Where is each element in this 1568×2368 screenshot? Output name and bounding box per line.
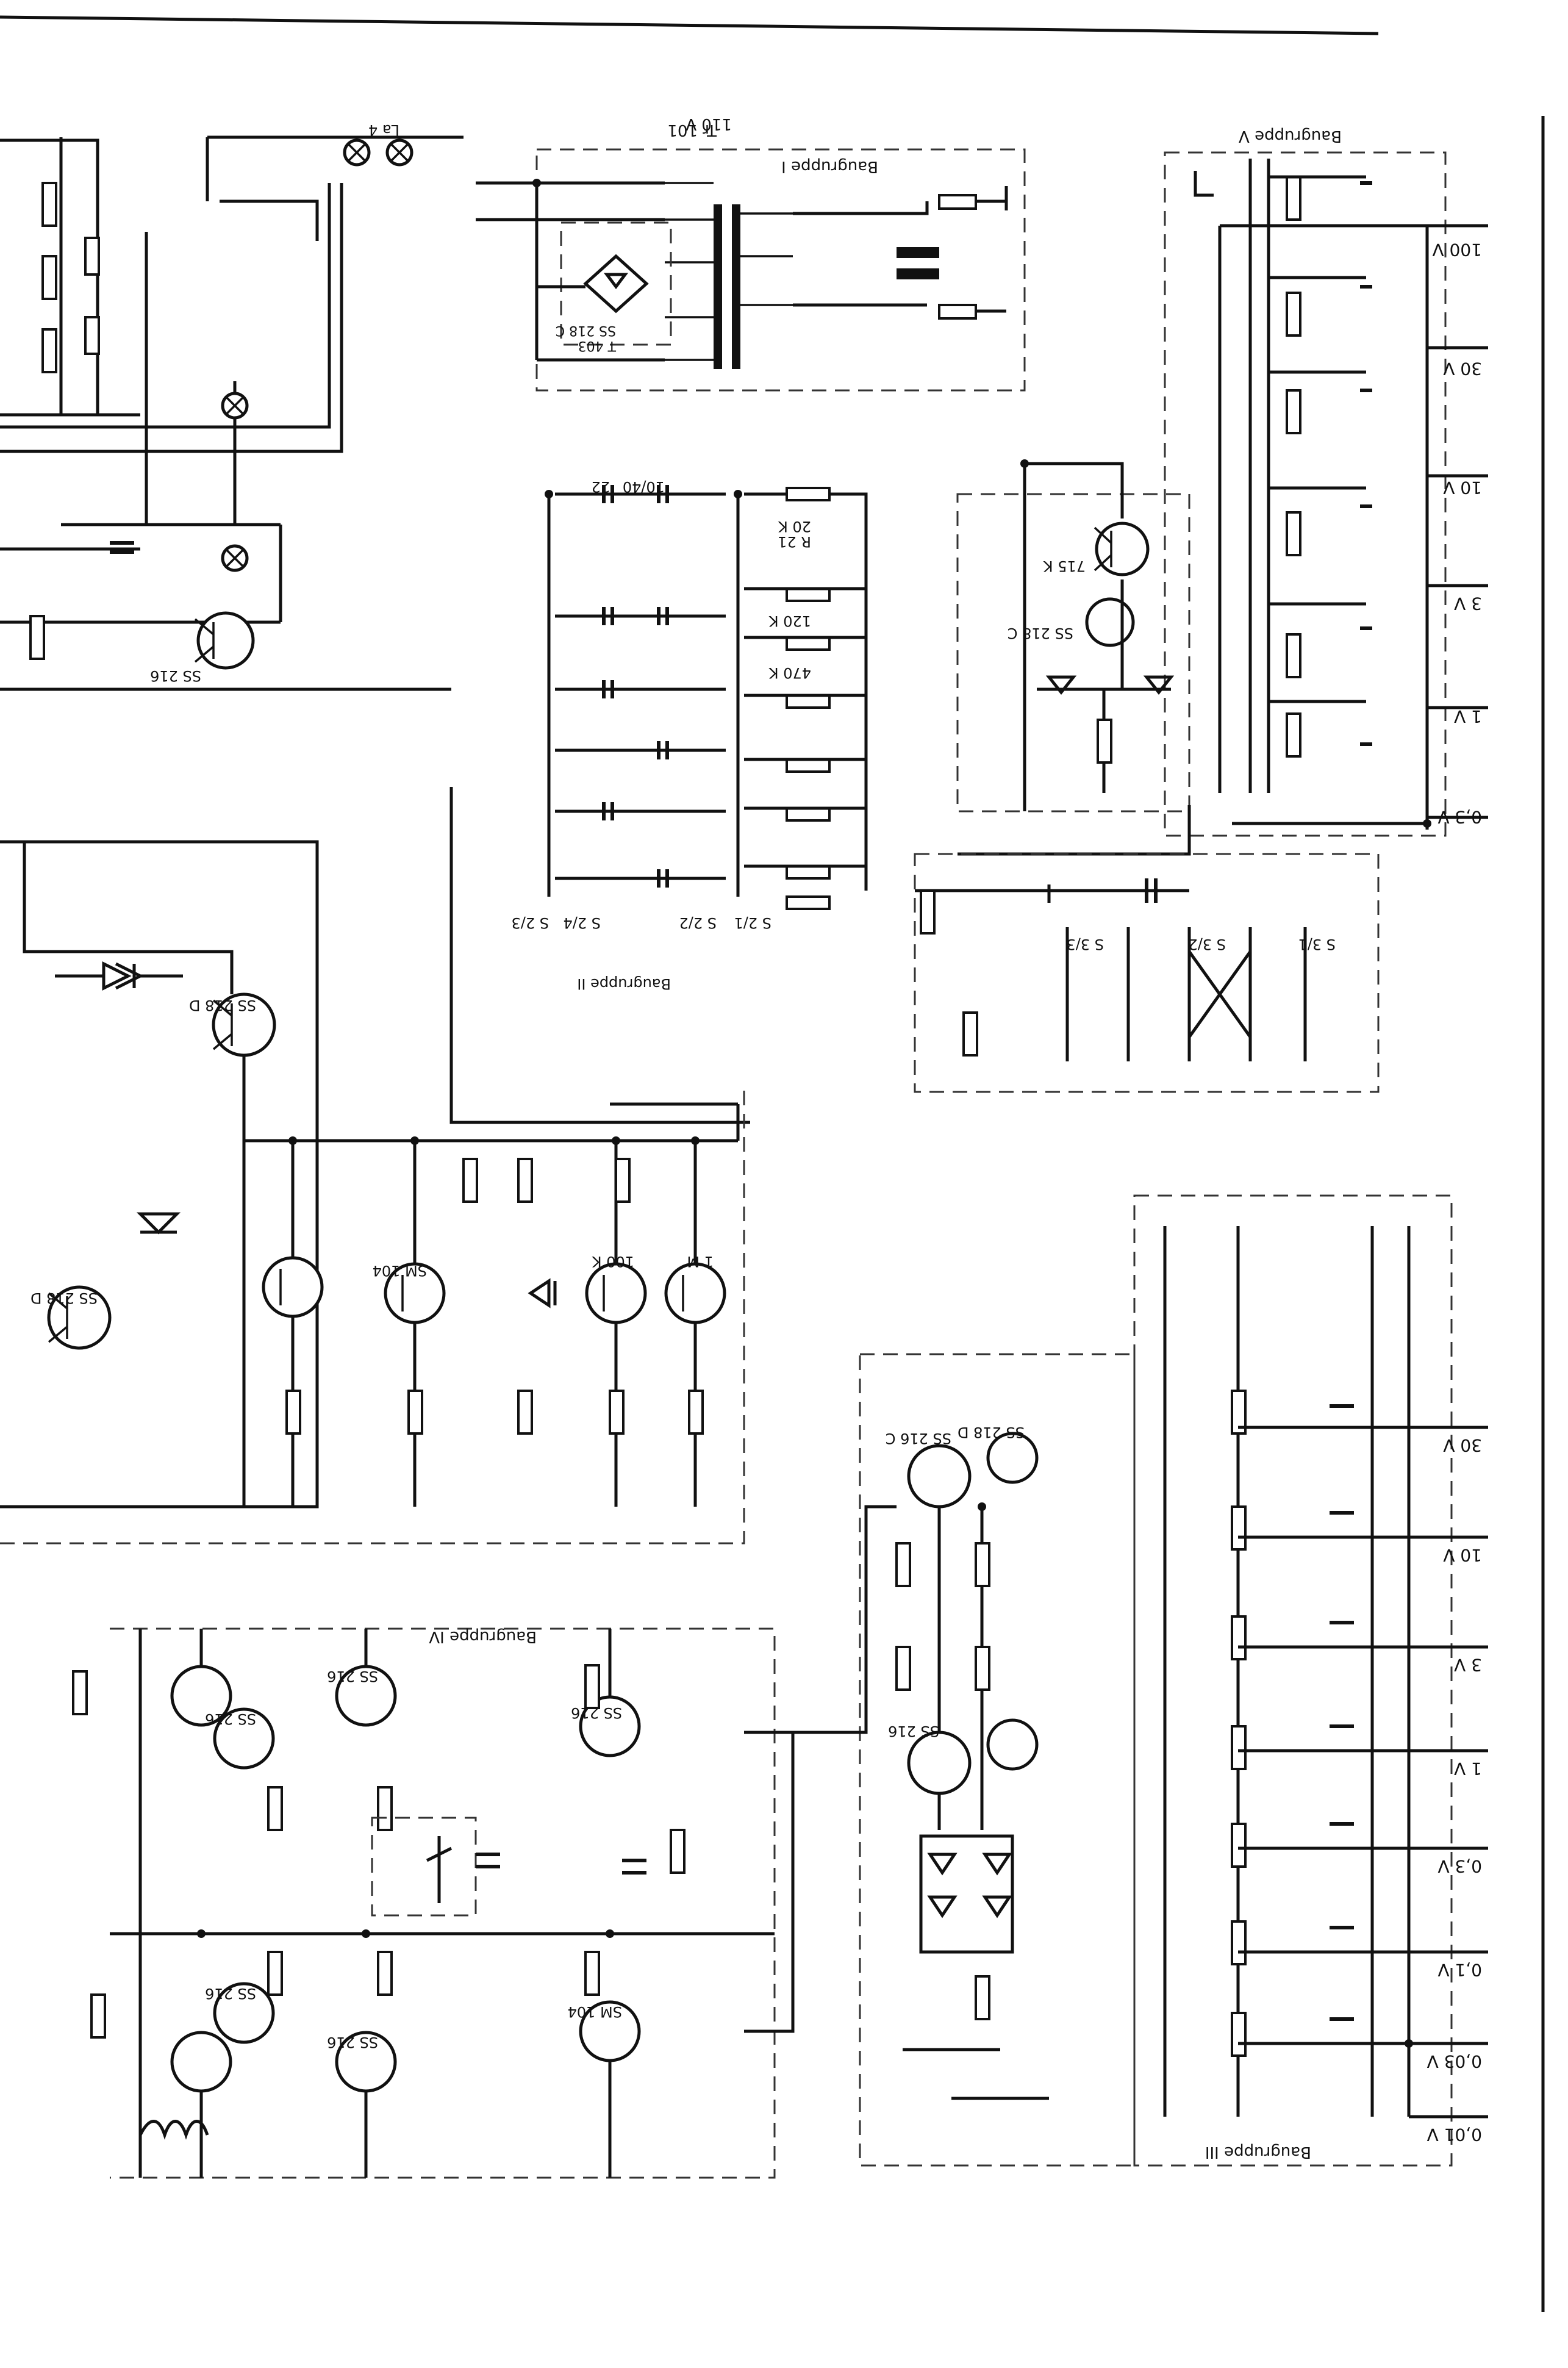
transistor-t303-icon <box>907 1731 972 1795</box>
transistor-t403-icon <box>335 2031 397 2093</box>
selector-s3-section: S 3/1 S 3/2 S 3/3 <box>914 853 1380 1093</box>
transistor-t605-icon <box>585 1262 647 1324</box>
transistor-t616-label: SS 218 D <box>30 1290 98 1307</box>
transistor-t402-icon <box>579 1695 641 1757</box>
transistor-t501-label: SS 218 C <box>1008 625 1073 642</box>
capacitor-c13-value: 10/40 <box>623 478 665 495</box>
transistor-t406-label: SS 216 <box>205 1710 256 1728</box>
misc-labels: SS 216 T 403 SS 218 C Baugruppe II <box>150 323 671 992</box>
group-label-3: Baugruppe III <box>1205 2143 1311 2161</box>
amplifier-section-ii: SM 104 100 K 1 M SS 218 D SS 218 D <box>0 787 750 1545</box>
transistor-t607-icon <box>384 1262 446 1324</box>
capacitor-c17-value: 22 <box>591 478 610 495</box>
transistor-t301-icon <box>907 1444 972 1509</box>
resistor-r20-value: 120 K <box>768 612 811 630</box>
selector-label-s2-2: S 2/2 <box>679 914 717 931</box>
transistor-t621-label: SS 218 D <box>189 997 256 1014</box>
transistor-t502-label: 715 K <box>1043 558 1086 575</box>
transistor-t609-icon <box>262 1256 324 1318</box>
selector-label-s2-4: S 2/4 <box>564 914 601 931</box>
range-bottom-3v: 3 V <box>1454 1655 1482 1675</box>
junction-dots <box>197 179 1431 2048</box>
group-label-4: Baugruppe IV <box>429 1627 537 1646</box>
range-top-100v: 100 V <box>1433 240 1483 260</box>
left-divider-section <box>0 138 140 660</box>
transistor-t403-label: SS 216 <box>327 2034 378 2051</box>
selector-label-s3-1: S 3/1 <box>1298 936 1336 953</box>
resistor-r21-value: 20 K <box>778 518 811 535</box>
range-bottom-0-1v: 0,1 V <box>1437 1960 1482 1980</box>
transistor-t401-label: SM 104 <box>568 2003 622 2020</box>
range-top-30v: 30 V <box>1443 359 1482 379</box>
rectifier-value: SS 218 C <box>556 323 616 338</box>
transistor-t607-label: SM 104 <box>373 1262 427 1279</box>
transistor-t401-icon <box>579 2000 641 2062</box>
transistor-t406-icon <box>213 1707 275 1770</box>
resistor-r21-label: R 21 <box>778 533 811 550</box>
range-bottom-1v: 1 V <box>1454 1759 1482 1779</box>
power-supply-section: Tr 101 110 V Baugruppe I <box>476 115 1026 392</box>
transistor-t304-icon <box>986 1718 1039 1771</box>
attenuator-section-iii: Baugruppe III 30 V 10 V 3 V 1 V 0,3 V 0,… <box>859 1194 1488 2167</box>
selector-label-s2-1: S 2/1 <box>734 914 772 931</box>
transformer-label: Tr 101 <box>667 121 717 139</box>
selector-label-s3-2: S 3/2 <box>1189 936 1226 953</box>
range-top-0-3v: 0,3 V <box>1437 807 1482 827</box>
group-label-5: Baugruppe V <box>1239 127 1342 145</box>
transistor-t604-label: 1 M <box>687 1253 714 1270</box>
group-label-2: Baugruppe II <box>577 975 671 992</box>
resistor-r19-value: 470 K <box>768 664 811 681</box>
transistor-t404-icon <box>335 1665 397 1727</box>
transistor-t3-icon <box>196 611 255 670</box>
lamp-switch-section: La 4 <box>0 121 464 691</box>
range-bottom-0-03v: 0,03 V <box>1427 2051 1482 2072</box>
transistor-t616-icon <box>47 1285 112 1350</box>
range-bottom-0-01v: 0,01 V <box>1427 2125 1482 2145</box>
transistor-t302-icon <box>986 1432 1039 1484</box>
transistor-t605-label: 100 K <box>592 1253 634 1270</box>
input-buffer-section: 715 K SS 218 C <box>956 462 1427 856</box>
output-amplifier-section-iv: Baugruppe IV SM 104 SS 216 SS 216 SS 216… <box>72 1505 897 2179</box>
range-top-1v: 1 V <box>1454 706 1482 727</box>
page-frame <box>0 15 1545 2312</box>
range-ladder-section: S 2/3 S 2/4 S 2/2 S 2/1 R 21 20 K 120 K … <box>512 478 868 931</box>
transistor-t3-label: SS 216 <box>150 667 201 684</box>
transistor-t301-label: SS 216 C <box>886 1430 951 1447</box>
transistor-t303-label: SS 216 <box>888 1723 939 1740</box>
range-top-3v: 3 V <box>1454 594 1482 614</box>
transistor-t604-icon <box>664 1262 726 1324</box>
selector-label-s3-3: S 3/3 <box>1067 936 1104 953</box>
rectifier-label: T 403 <box>578 338 617 353</box>
selector-label-s2-3: S 2/3 <box>512 914 550 931</box>
range-bottom-0-3v: 0,3 V <box>1437 1856 1482 1876</box>
range-bottom-30v: 30 V <box>1443 1435 1482 1455</box>
range-bottom-10v: 10 V <box>1443 1545 1482 1565</box>
transistor-t501-icon <box>1085 597 1135 647</box>
transistor-t502-icon <box>1095 522 1150 576</box>
transistor-t405-label: SS 216 <box>205 1985 256 2002</box>
supply-voltage-label: 110 V <box>686 115 732 133</box>
range-top-10v: 10 V <box>1443 478 1482 498</box>
transistor-t405-icon <box>213 1982 275 2044</box>
transistor-t408-icon <box>170 1665 232 1727</box>
transistor-t404-label: SS 216 <box>327 1668 378 1685</box>
lamp-4-label: La 4 <box>368 121 399 138</box>
transistor-t302-label: SS 218 D <box>958 1424 1025 1441</box>
transistor-t402-label: SS 216 <box>571 1704 622 1721</box>
attenuator-section-v: Baugruppe V 100 V 30 V 10 V 3 V 1 V 0,3 … <box>1164 127 1488 837</box>
transistor-t407-icon <box>170 2031 232 2093</box>
group-label-1: Baugruppe I <box>781 157 878 176</box>
